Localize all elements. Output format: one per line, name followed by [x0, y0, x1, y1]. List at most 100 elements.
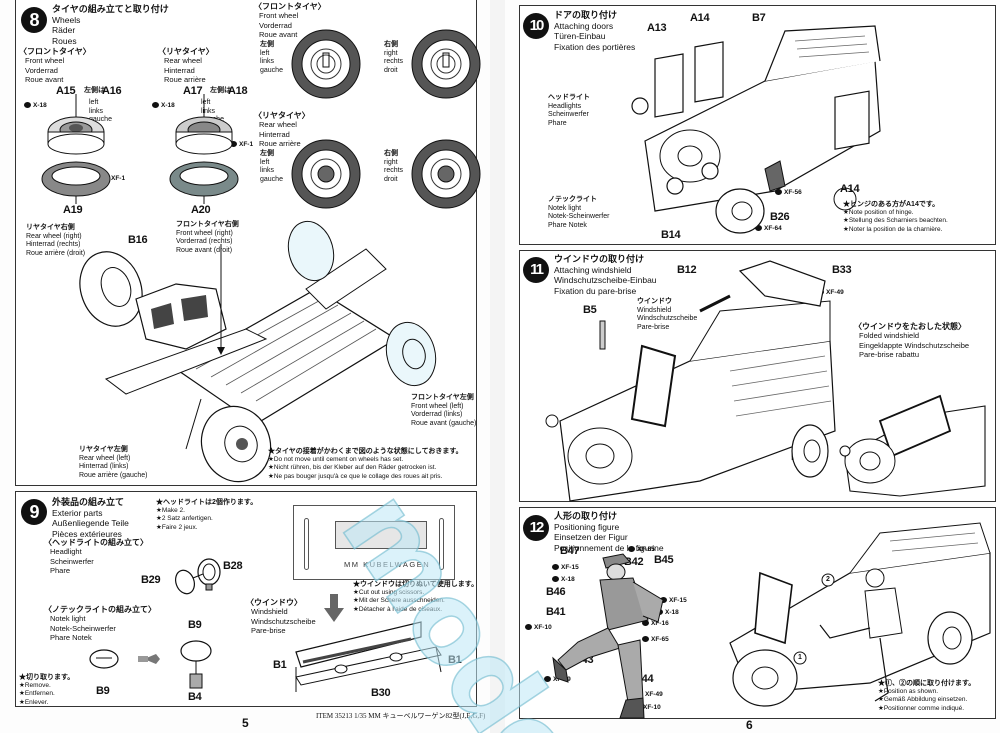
kubelwagen-doors-drawing — [615, 21, 885, 231]
kubelwagen-windshield-drawing — [540, 261, 840, 501]
part-label-b16: B16 — [128, 234, 148, 246]
wheel-assembly-front-drawing — [36, 104, 126, 204]
chassis-drawing — [66, 229, 446, 479]
page-gutter — [490, 0, 505, 733]
marker-2-label: 2 — [826, 576, 830, 583]
step-8-title: タイヤの組み立てと取り付け Wheels Räder Roues — [52, 4, 169, 46]
callout-front-right: フロントタイヤ右側 Front wheel (right)Vorderrad (… — [176, 221, 239, 254]
decal-text: MM KÜBELWAGEN — [344, 560, 431, 569]
part-label-b4: B4 — [188, 691, 202, 703]
step-8-number: 8 — [21, 7, 47, 33]
front-left-wheel-view — [291, 29, 361, 99]
part-label-a18: A18 — [228, 85, 248, 97]
step-8-cement-note: ★タイヤの接着がかわくまで図のような状態にしておきます。 ★Do not mov… — [268, 448, 463, 480]
marker-1 — [794, 652, 806, 664]
paint-xf65-trousers: XF-65 — [642, 636, 669, 643]
figure-drawing — [548, 550, 668, 720]
notek-heading: 〈ノテックライトの組み立て〉 Notek light Notek-Scheinw… — [44, 605, 156, 642]
make-two-note: ★ヘッドライトは2個作ります。 ★Make 2.★2 Satz anfertig… — [156, 499, 258, 531]
cut-out-note: ★ウインドウは切りぬいて使用します。 ★Cut out using scisso… — [353, 581, 479, 613]
paint-xf16-buckle: XF-16 — [642, 620, 669, 627]
hinge-note: ★ヒンジのある方がA14です。 ★Note position of hinge.… — [843, 201, 948, 233]
callout-front-left: フロントタイヤ左側 Front wheel (left)Vorderrad (l… — [411, 394, 477, 427]
marker-2 — [822, 574, 834, 586]
part-label-b29: B29 — [141, 574, 161, 586]
paint-x18-rear: X-18 — [152, 102, 175, 109]
windshield-decal-sheet: MM KÜBELWAGEN — [293, 505, 455, 580]
decal-slot-right — [439, 518, 444, 570]
rear-left-wheel-view — [291, 139, 361, 209]
paint-xf10-boot-right: XF-10 — [634, 704, 661, 711]
part-label-b46: B46 — [546, 586, 566, 598]
step-9-number: 9 — [21, 499, 47, 525]
part-label-b28: B28 — [223, 560, 243, 572]
callout-rear-left: リヤタイヤ左側 Rear wheel (left)Hinterrad (link… — [79, 446, 148, 479]
paint-xf49-top: XF-49 — [817, 289, 844, 296]
part-label-b5: B5 — [583, 304, 597, 316]
callout-rear-right: リヤタイヤ右側 Rear wheel (right)Hinterrad (rec… — [26, 224, 86, 257]
paint-xf56: XF-56 — [775, 189, 802, 196]
part-label-b7: B7 — [752, 12, 766, 24]
headlight-heading: 〈ヘッドライトの組み立て〉 Headlight Scheinwerfer Pha… — [44, 538, 148, 575]
page-number-6: 6 — [746, 718, 753, 732]
part-label-b45: B45 — [654, 554, 674, 566]
part-label-a13: A13 — [647, 22, 667, 34]
step-11-number: 11 — [523, 257, 549, 283]
rear-views-heading: 〈リヤタイヤ〉 Rear wheel Hinterrad Roue arrièr… — [254, 111, 310, 148]
notek-drawing — [86, 634, 216, 704]
part-label-b42: B42 — [624, 556, 644, 568]
folded-windshield-drawing — [840, 376, 990, 496]
part-label-b30: B30 — [371, 687, 391, 699]
paint-xf64: XF-64 — [755, 225, 782, 232]
item-reference: ITEM 35213 1/35 MM キューベルワーゲン82型(J,E,G,F) — [316, 712, 486, 720]
folded-windshield-heading: 〈ウインドウをたおした状態〉 Folded windshield Eingekl… — [854, 322, 970, 359]
paint-xf10-boot-left: XF-10 — [525, 624, 552, 631]
decal-slot-left — [304, 518, 309, 570]
part-label-a19: A19 — [63, 204, 83, 216]
headlight-drawing — [171, 558, 231, 598]
windshield-heading: 〈ウインドウ〉 Windshield Windschutzscheibe Par… — [246, 598, 316, 635]
paint-xf15-face: XF-15 — [552, 564, 579, 571]
paint-x18-front: X-18 — [24, 102, 47, 109]
step-9-title: 外装品の組み立て Exterior parts Außenliegende Te… — [52, 497, 129, 539]
part-label-b12: B12 — [677, 264, 697, 276]
paint-x18-belt: X-18 — [656, 609, 679, 616]
wheel-assembly-rear-drawing — [164, 104, 254, 204]
paint-xf1-rear: XF-1 — [230, 141, 253, 148]
step-10-number: 10 — [523, 13, 549, 39]
paint-x18-collar: X-18 — [552, 576, 575, 583]
step-8-panel: 8 タイヤの組み立てと取り付け Wheels Räder Roues 〈フロント… — [15, 0, 477, 486]
part-label-a14-top: A14 — [690, 12, 710, 24]
kubelwagen-figure-drawing — [720, 513, 995, 713]
part-label-a17: A17 — [183, 85, 203, 97]
paint-xf49-sole-right: XF-49 — [636, 691, 663, 698]
front-wheel-heading: 〈フロントタイヤ〉 Front wheel Vorderrad Roue ava… — [19, 47, 91, 84]
page-number-5: 5 — [242, 716, 249, 730]
rear-right-wheel-view — [411, 139, 481, 209]
paint-xf15-hand: XF-15 — [660, 597, 687, 604]
step-12-position-note: ★①、②の順に取り付けます。 ★Position as shown.★Gemäß… — [878, 680, 976, 712]
part-label-b14: B14 — [661, 229, 681, 241]
part-label-b1-left: B1 — [273, 659, 287, 671]
part-label-b47: B47 — [560, 545, 580, 557]
page-5: 8 タイヤの組み立てと取り付け Wheels Räder Roues 〈フロント… — [0, 0, 490, 733]
front-right-wheel-view — [411, 29, 481, 99]
paint-xf1-front: XF-1 — [102, 175, 125, 182]
part-label-b9-cut: B9 — [96, 685, 110, 697]
paint-xf65-cap: XF-65 — [628, 546, 655, 553]
windshield-frame-drawing — [291, 622, 461, 702]
